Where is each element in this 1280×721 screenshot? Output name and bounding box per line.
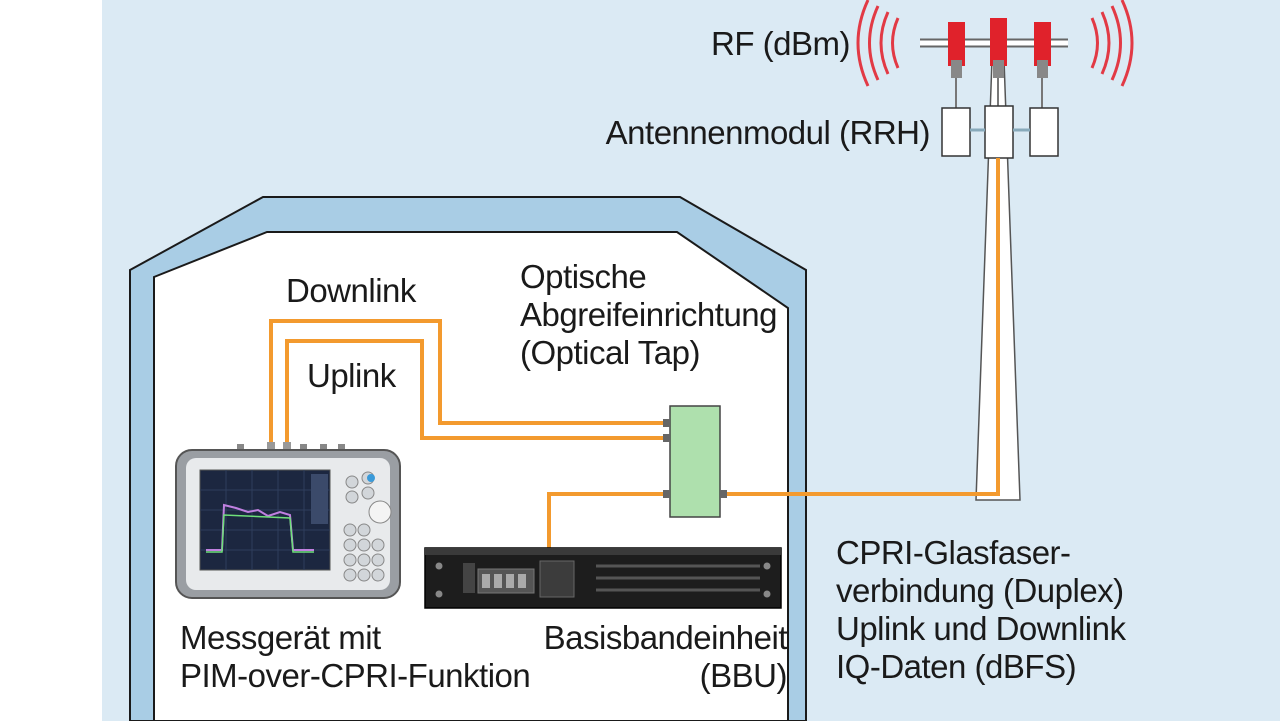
cpri-fiber — [722, 158, 1000, 496]
optical-tap-line-3: (Optical Tap) — [520, 334, 700, 371]
analyzer-line-2: PIM-over-CPRI-Funktion — [180, 657, 531, 694]
antenna-module-label: Antennenmodul (RRH) — [605, 114, 931, 151]
downlink-fiber — [269, 319, 668, 450]
cpri-link-line-1: CPRI-Glasfaser- — [836, 534, 1071, 571]
rack-unit-icon — [424, 547, 782, 609]
fiber-lines — [269, 158, 1000, 548]
bbu-line-1: Basisbandeinheit — [543, 619, 788, 656]
bbu-line-2: (BBU) — [699, 657, 788, 694]
bbu-label: Basisbandeinheit (BBU) — [543, 619, 788, 695]
analyzer-line-1: Messgerät mit — [180, 619, 381, 656]
rf-label: RF (dBm) — [711, 25, 851, 62]
cpri-link-line-3: Uplink und Downlink — [836, 610, 1126, 647]
uplink-label: Uplink — [307, 357, 396, 394]
downlink-label: Downlink — [286, 272, 416, 309]
cpri-link-line-4: IQ-Daten (dBFS) — [836, 648, 1077, 685]
optical-tap-icon — [663, 405, 727, 518]
cpri-link-line-2: verbindung (Duplex) — [836, 572, 1124, 609]
optical-tap-line-1: Optische — [520, 258, 647, 295]
cpri-link-label: CPRI-Glasfaser- verbindung (Duplex) Upli… — [836, 534, 1126, 686]
bbu-fiber — [547, 492, 668, 548]
handheld-analyzer-icon — [175, 442, 401, 599]
antenna-tower-icon — [856, 0, 1134, 501]
optical-tap-label: Optische Abgreifeinrichtung (Optical Tap… — [520, 258, 778, 372]
uplink-fiber — [285, 339, 668, 450]
analyzer-label: Messgerät mit PIM-over-CPRI-Funktion — [180, 619, 531, 695]
optical-tap-line-2: Abgreifeinrichtung — [520, 296, 778, 333]
